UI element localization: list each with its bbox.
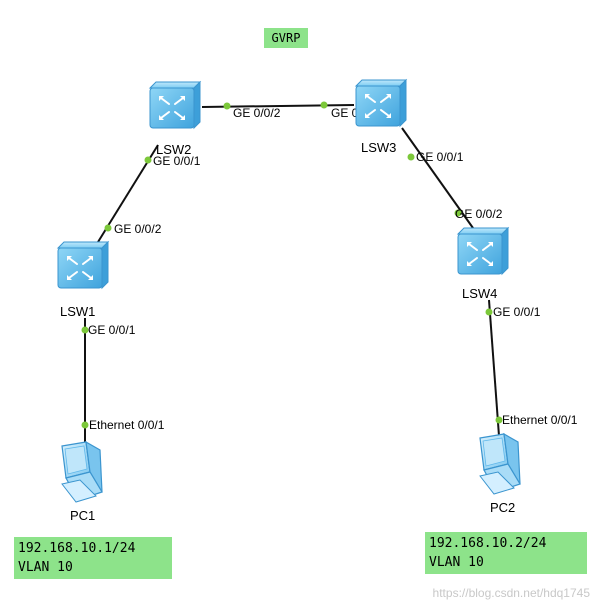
port-dot-lsw2-ge001[interactable]	[144, 156, 152, 164]
port-dot-lsw1-ge002[interactable]	[104, 224, 112, 232]
port-label-lsw1-ge002: GE 0/0/2	[114, 222, 162, 236]
device-label-lsw3: LSW3	[361, 140, 396, 155]
device-label-lsw1: LSW1	[60, 304, 95, 319]
pc-icon	[61, 441, 103, 503]
device-label-pc1: PC1	[70, 508, 95, 523]
port-label-pc1-eth: Ethernet 0/0/1	[89, 418, 165, 432]
note-pc2: 192.168.10.2/24 VLAN 10	[425, 532, 587, 574]
switch-icon	[355, 79, 407, 127]
note-pc1-ip: 192.168.10.1/24	[18, 541, 136, 556]
port-dot-pc2-eth[interactable]	[495, 416, 503, 424]
switch-icon	[57, 241, 109, 289]
device-label-lsw2: LSW2	[156, 142, 191, 157]
port-label-lsw2-ge002: GE 0/0/2	[233, 106, 281, 120]
device-label-lsw4: LSW4	[462, 286, 497, 301]
pc-icon	[479, 433, 521, 495]
switch-icon	[149, 81, 201, 129]
device-pc1[interactable]: PC1	[61, 441, 103, 523]
note-pc2-ip: 192.168.10.2/24	[429, 536, 547, 551]
device-lsw3[interactable]: LSW3	[355, 79, 407, 155]
watermark: https://blog.csdn.net/hdq1745	[432, 586, 590, 600]
port-dot-lsw4-ge002[interactable]	[454, 209, 462, 217]
diagram-title: GVRP	[264, 28, 308, 48]
port-dot-lsw3-ge001[interactable]	[407, 153, 415, 161]
link-lsw4-pc2[interactable]	[488, 299, 500, 437]
note-pc1: 192.168.10.1/24 VLAN 10	[14, 537, 172, 579]
port-dot-lsw1-ge001[interactable]	[81, 326, 89, 334]
port-dot-pc1-eth[interactable]	[81, 421, 89, 429]
device-label-pc2: PC2	[490, 500, 515, 515]
port-dot-lsw2-ge002[interactable]	[223, 102, 231, 110]
note-pc2-vlan: VLAN 10	[429, 555, 484, 570]
port-label-lsw1-ge001: GE 0/0/1	[88, 323, 136, 337]
device-lsw4[interactable]: LSW4	[457, 227, 509, 301]
device-lsw2[interactable]: LSW2	[149, 81, 201, 157]
port-label-lsw4-ge001: GE 0/0/1	[493, 305, 541, 319]
link-lsw3-lsw4[interactable]	[401, 127, 474, 229]
port-dot-lsw3-ge002[interactable]	[320, 101, 328, 109]
note-pc1-vlan: VLAN 10	[18, 560, 73, 575]
port-label-lsw4-ge002: GE 0/0/2	[455, 207, 503, 221]
port-dots	[81, 101, 503, 429]
port-label-lsw3-ge001: GE 0/0/1	[416, 150, 464, 164]
port-dot-lsw4-ge001[interactable]	[485, 308, 493, 316]
device-lsw1[interactable]: LSW1	[57, 241, 109, 319]
port-label-lsw2-ge001: GE 0/0/1	[153, 154, 201, 168]
port-label-pc2-eth: Ethernet 0/0/1	[502, 413, 578, 427]
port-labels: GE 0/0/2 GE 0/0/2 GE 0/0/1 GE 0/0/2 GE 0…	[88, 106, 578, 432]
switch-icon	[457, 227, 509, 275]
device-pc2[interactable]: PC2	[479, 433, 521, 515]
